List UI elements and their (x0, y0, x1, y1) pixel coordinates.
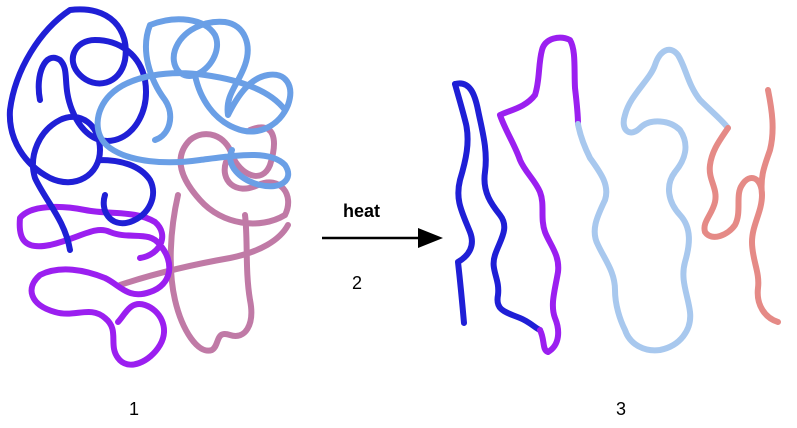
unfolded-strand-purple (500, 38, 578, 352)
folded-strand-purple (20, 207, 170, 365)
unfolded-strand-blue-a (455, 84, 472, 323)
heat-arrow (322, 228, 443, 248)
native-protein-label: 1 (129, 399, 139, 420)
folded-protein (10, 9, 290, 364)
unfolded-strand-paleblue (578, 50, 728, 351)
heat-label: heat (343, 201, 380, 222)
unfolded-strand-salmon (704, 90, 778, 322)
denatured-protein-label: 3 (616, 399, 626, 420)
process-label: 2 (352, 273, 362, 294)
arrowhead-icon (418, 228, 443, 248)
unfolded-strands (455, 38, 778, 352)
